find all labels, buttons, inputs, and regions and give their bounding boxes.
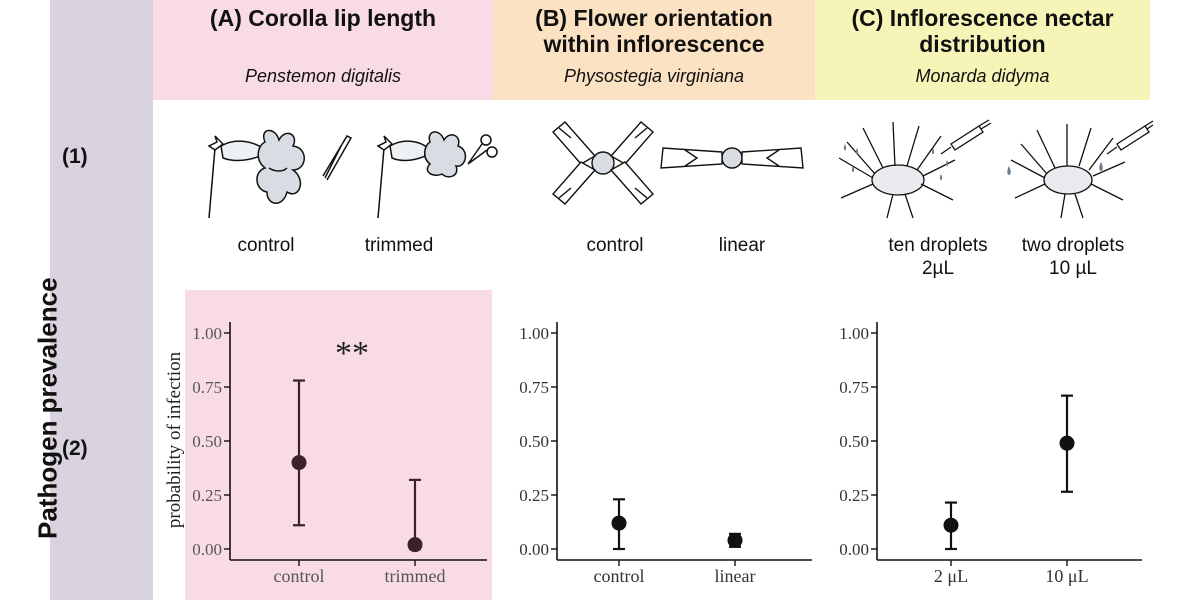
- treatment-c-two-droplets-label: two droplets 10 µL: [1008, 234, 1138, 280]
- chart-c-ytick-label: 0.00: [839, 540, 869, 559]
- physostegia-illustrations: [552, 121, 804, 205]
- treatment-a-control-label: control: [237, 235, 295, 256]
- panel-a-species: Penstemon digitalis: [244, 66, 402, 86]
- panel-a-header-background: [153, 0, 493, 100]
- panel-a-plot-background: [185, 290, 492, 600]
- chart-b-data-point: [611, 515, 627, 531]
- panel-c-species: Monarda didyma: [915, 66, 1050, 86]
- chart-b-xtick-label: linear: [715, 566, 756, 586]
- chart-c-ytick-label: 0.25: [839, 486, 869, 505]
- chart-c-xtick-label: 2 μL: [934, 566, 968, 586]
- panel-b-species: Physostegia virginiana: [563, 66, 745, 86]
- panel-c-title-line1: (C) Inflorescence nectar: [851, 5, 1114, 31]
- chart-a-ytick-label: 1.00: [192, 324, 222, 343]
- panel-c-header-background: [815, 0, 1150, 100]
- chart-c-ytick-label: 1.00: [839, 324, 869, 343]
- treatment-b-control-label: control: [586, 235, 644, 256]
- chart-a-ytick-label: 0.75: [192, 378, 222, 397]
- chart-b-data-point: [727, 532, 743, 548]
- treatment-b-linear-label: linear: [718, 235, 766, 256]
- monarda-illustrations: [838, 119, 1154, 219]
- nectar-droplet-icon: [843, 144, 1103, 180]
- penstemon-flower-trimmed-icon: [376, 131, 467, 219]
- chart-a-xtick-label: control: [274, 566, 325, 586]
- treatment-c-ten-droplets-label: ten droplets 2µL: [873, 234, 1003, 280]
- chart-b-ytick-label: 0.00: [519, 540, 549, 559]
- chart-c: 0.00 0.25 0.50 0.75 1.00 2 μL 10 μL: [839, 322, 1142, 586]
- chart-a-significance: **: [335, 335, 369, 372]
- penstemon-illustrations: [207, 129, 353, 219]
- panel-b-header-background: [493, 0, 815, 100]
- sidebar-background: [50, 0, 153, 600]
- row-1-label: (1): [62, 145, 88, 168]
- chart-a-ytick-label: 0.00: [192, 540, 222, 559]
- chart-b-ytick-label: 1.00: [519, 324, 549, 343]
- treatment-c-two-droplets-line1: two droplets: [1021, 235, 1125, 256]
- chart-b-ytick-label: 0.75: [519, 378, 549, 397]
- treatment-c-two-droplets-line2: 10 µL: [1049, 258, 1097, 279]
- treatment-a-trimmed-label: trimmed: [364, 235, 434, 256]
- chart-c-ytick-label: 0.50: [839, 432, 869, 451]
- chart-a-ytick-label: 0.50: [192, 432, 222, 451]
- chart-a-data-point: [407, 537, 423, 553]
- treatment-c-ten-droplets-line1: ten droplets: [888, 235, 988, 256]
- monarda-flower-icon: [838, 121, 1126, 219]
- scissors-icon: [467, 134, 498, 165]
- chart-c-xtick-label: 10 μL: [1045, 566, 1088, 586]
- panel-b-title-line1: (B) Flower orientation: [535, 5, 773, 31]
- penstemon-flower-icon: [207, 129, 305, 219]
- physostegia-cross-arrangement-icon: [552, 121, 654, 205]
- panel-a-title: (A) Corolla lip length: [209, 5, 437, 31]
- physostegia-linear-arrangement-icon: [660, 147, 804, 169]
- chart-c-ytick-label: 0.75: [839, 378, 869, 397]
- row-2-label: (2): [62, 437, 88, 460]
- chart-c-data-point: [1059, 435, 1075, 451]
- chart-b-ytick-label: 0.25: [519, 486, 549, 505]
- chart-c-data-point: [943, 517, 959, 533]
- tweezers-icon: [322, 135, 353, 181]
- chart-a-xtick-label: trimmed: [385, 566, 446, 586]
- chart-a-ytick-label: 0.25: [192, 486, 222, 505]
- chart-b-xtick-label: control: [594, 566, 645, 586]
- chart-a-ylabel: probability of infection: [164, 351, 185, 528]
- panel-b-title-line2: within inflorescence: [543, 31, 765, 57]
- penstemon-trimmed-illustrations: [376, 131, 498, 219]
- chart-a: probability of infection ** 0.00 0.25 0.50…: [164, 322, 487, 586]
- chart-b: 0.00 0.25 0.50 0.75 1.00 control linear: [519, 322, 812, 586]
- panel-c-title-line2: distribution: [919, 31, 1046, 57]
- chart-b-ytick-label: 0.50: [519, 432, 549, 451]
- syringe-icon: [940, 119, 1154, 155]
- treatment-c-ten-droplets-line2: 2µL: [921, 258, 955, 279]
- chart-a-data-point: [291, 455, 307, 471]
